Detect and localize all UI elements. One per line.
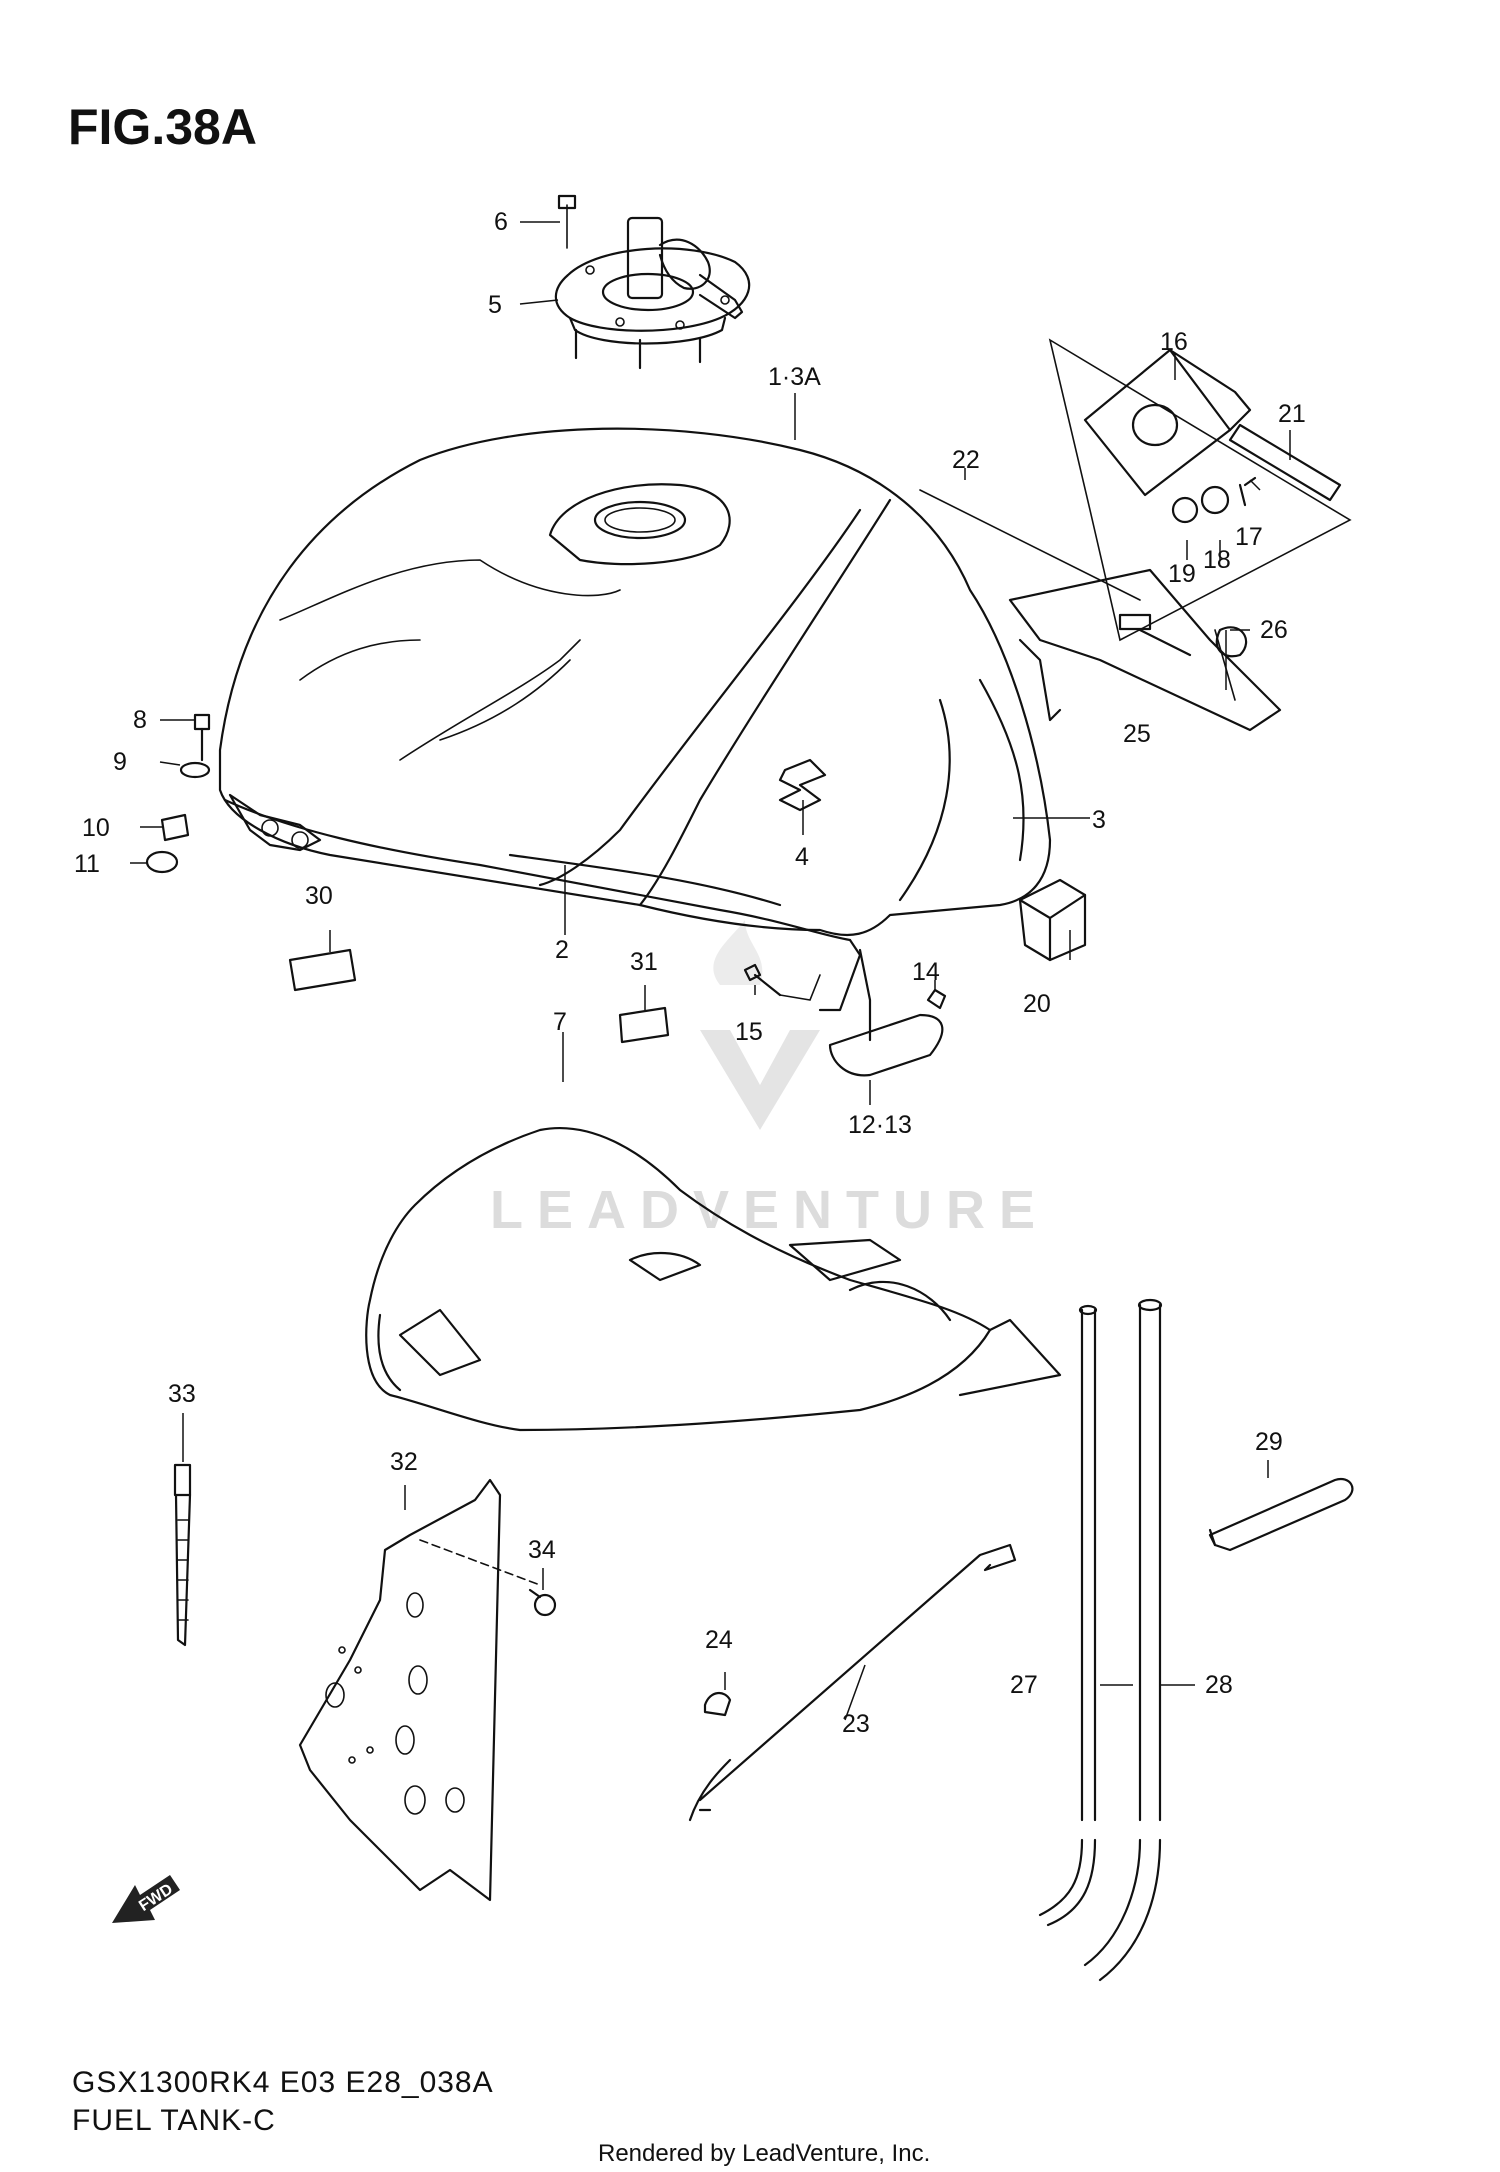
callout-10: 10 (82, 814, 110, 842)
callout-14: 14 (912, 958, 940, 986)
callout-30: 30 (305, 882, 333, 910)
callout-3: 3 (1092, 806, 1106, 834)
model-code: GSX1300RK4 E03 E28_038A (72, 2066, 494, 2099)
callout-34: 34 (528, 1536, 556, 1564)
callout-16: 16 (1160, 328, 1188, 356)
section-name: FUEL TANK-C (72, 2104, 276, 2137)
callout-31: 31 (630, 948, 658, 976)
callout-labels: 1·3A 2 3 4 5 6 7 8 9 10 11 12·13 14 15 1… (74, 208, 1306, 1738)
callout-18: 18 (1203, 546, 1231, 574)
forward-arrow-icon: FWD (112, 1875, 180, 1923)
callout-24: 24 (705, 1626, 733, 1654)
fasteners (145, 713, 1087, 1077)
callout-27: 27 (1010, 1671, 1038, 1699)
callout-15: 15 (735, 1018, 763, 1046)
callout-11: 11 (74, 850, 100, 878)
callout-9: 9 (113, 748, 127, 776)
callout-33: 33 (168, 1380, 196, 1408)
callout-4: 4 (795, 843, 809, 871)
watermark-text: LEADVENTURE (490, 1180, 1049, 1240)
leader-lines (130, 221, 1291, 1721)
callout-19: 19 (1168, 560, 1196, 588)
callout-20: 20 (1023, 990, 1051, 1018)
small-parts (173, 1463, 1354, 1647)
hoses-and-rod (688, 1298, 1163, 1982)
fuel-cap-assembly (554, 194, 751, 370)
callout-23: 23 (842, 1710, 870, 1738)
callout-6: 6 (494, 208, 508, 236)
figure-title: FIG.38A (68, 99, 257, 155)
callout-2: 2 (555, 936, 569, 964)
callout-21: 21 (1278, 400, 1306, 428)
callout-28: 28 (1205, 1671, 1233, 1699)
callout-12-13: 12·13 (848, 1111, 912, 1139)
callout-26: 26 (1260, 616, 1288, 644)
callout-29: 29 (1255, 1428, 1283, 1456)
leadventure-watermark: LEADVENTURE (490, 920, 1049, 1240)
rear-bracket-assembly (919, 338, 1352, 732)
callout-5: 5 (488, 291, 502, 319)
callout-17: 17 (1235, 523, 1263, 551)
callout-22: 22 (952, 446, 980, 474)
callout-8: 8 (133, 706, 147, 734)
callout-7: 7 (553, 1008, 567, 1036)
callout-32: 32 (390, 1448, 418, 1476)
protector-plate (298, 1478, 557, 1902)
callout-25: 25 (1123, 720, 1151, 748)
callout-1-3a: 1·3A (768, 363, 821, 391)
rendered-by-credit: Rendered by LeadVenture, Inc. (598, 2140, 931, 2167)
lower-tray (365, 1127, 1062, 1432)
band-ticks (177, 1519, 189, 1621)
fuel-tank (218, 427, 1052, 1012)
